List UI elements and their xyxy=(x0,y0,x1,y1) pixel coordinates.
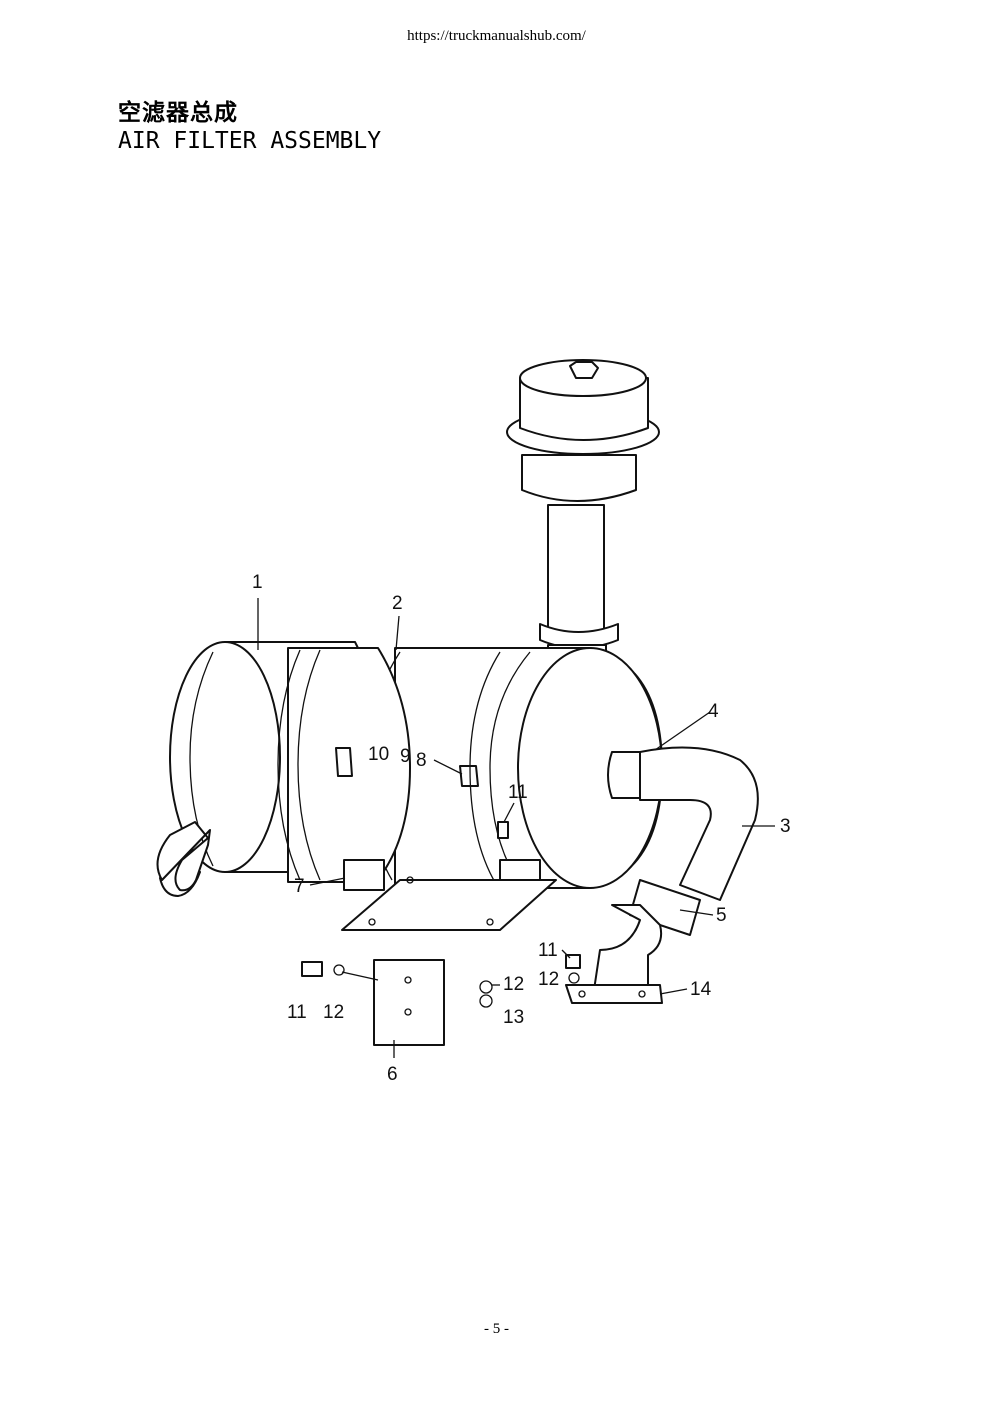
callout-12-flange: 12 xyxy=(538,969,559,990)
callout-2: 2 xyxy=(392,593,403,614)
callout-labels: 1 2 4 10 9 8 11 3 7 5 11 12 12 14 11 12 … xyxy=(252,572,791,1085)
page-title-chinese: 空滤器总成 xyxy=(118,100,238,126)
band-clamps xyxy=(335,747,479,787)
source-url: https://truckmanualshub.com/ xyxy=(407,28,586,44)
callout-11-flange: 11 xyxy=(538,940,558,961)
mounting-brackets xyxy=(341,859,557,1046)
callout-4: 4 xyxy=(708,701,719,722)
callout-5: 5 xyxy=(716,905,727,926)
callout-8: 8 xyxy=(416,750,427,771)
page-number: - 5 - xyxy=(484,1321,509,1337)
dust-cup xyxy=(169,641,411,883)
callout-14: 14 xyxy=(690,979,712,1000)
callout-9: 9 xyxy=(400,746,411,767)
callout-3: 3 xyxy=(780,816,791,837)
evacuator-valve xyxy=(156,821,211,897)
page-title-english: AIR FILTER ASSEMBLY xyxy=(118,128,382,154)
callout-13: 13 xyxy=(503,1007,524,1028)
outlet-flange xyxy=(565,984,663,1004)
callout-10: 10 xyxy=(368,744,389,765)
callout-12-left: 12 xyxy=(323,1002,344,1023)
callout-11-left: 11 xyxy=(287,1002,307,1023)
outlet-elbow-hose xyxy=(593,746,759,991)
precleaner-cap xyxy=(506,359,660,634)
callout-12-bracket: 12 xyxy=(503,974,524,995)
callout-6: 6 xyxy=(387,1064,398,1085)
leader-lines xyxy=(257,598,775,1058)
callout-1: 1 xyxy=(252,572,263,593)
callout-11-body: 11 xyxy=(508,782,528,803)
filter-housing xyxy=(367,647,663,889)
callout-7: 7 xyxy=(294,876,305,897)
